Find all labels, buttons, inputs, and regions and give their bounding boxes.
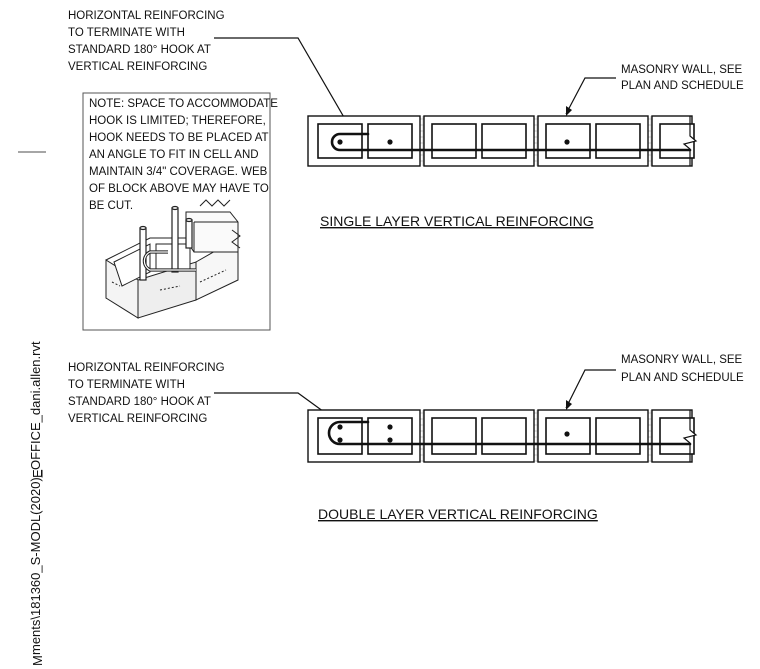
- masonry-wall-plan: [307, 409, 698, 463]
- revision-mark-m: M: [30, 655, 45, 666]
- vertical-bar: [337, 424, 343, 430]
- callout-left-line: TO TERMINATE WITH: [68, 379, 185, 391]
- note-line: HOOK IS LIMITED; THEREFORE,: [89, 115, 266, 127]
- cell: [659, 417, 695, 455]
- callout-left-line: VERTICAL REINFORCING: [68, 61, 207, 73]
- cell: [317, 417, 363, 455]
- vertical-bar: [387, 139, 393, 145]
- cell: [595, 417, 641, 455]
- note-line: OF BLOCK ABOVE MAY HAVE TO: [89, 183, 269, 195]
- detail-title: SINGLE LAYER VERTICAL REINFORCING: [320, 213, 594, 229]
- callout-right-line: MASONRY WALL, SEE: [621, 354, 743, 366]
- note-line: HOOK NEEDS TO BE PLACED AT: [89, 132, 269, 144]
- cell: [595, 123, 641, 159]
- detail-title: DOUBLE LAYER VERTICAL REINFORCING: [318, 506, 598, 522]
- cell: [659, 123, 695, 159]
- file-path-text: ments\181360_S-MODL(2020)_OFFICE_dani.al…: [28, 341, 43, 655]
- callout-left-line: TO TERMINATE WITH: [68, 27, 185, 39]
- leader-arrowhead: [566, 106, 572, 116]
- vertical-bar: [564, 431, 570, 437]
- revision-mark-e: E: [30, 469, 45, 478]
- callout-right-line: MASONRY WALL, SEE: [621, 64, 743, 76]
- cell: [367, 417, 413, 455]
- cell: [545, 123, 591, 159]
- vertical-bar: [387, 437, 393, 443]
- break-line: [682, 410, 698, 462]
- masonry-wall-plan: [307, 115, 698, 167]
- single-layer-detail: HORIZONTAL REINFORCING TO TERMINATE WITH…: [68, 10, 744, 229]
- vertical-bar: [337, 437, 343, 443]
- cell: [431, 123, 477, 159]
- cell: [431, 417, 477, 455]
- callout-right-line: PLAN AND SCHEDULE: [621, 372, 744, 384]
- isometric-rebar: [139, 205, 196, 281]
- note-line: BE CUT.: [89, 200, 133, 212]
- note-line: NOTE: SPACE TO ACCOMMODATE: [89, 98, 278, 110]
- horizontal-bar-with-hook: [330, 132, 692, 152]
- double-layer-detail: HORIZONTAL REINFORCING TO TERMINATE WITH…: [68, 354, 744, 522]
- cell: [481, 123, 527, 159]
- note-line: AN ANGLE TO FIT IN CELL AND: [89, 149, 259, 161]
- note-line: MAINTAIN 3/4" COVERAGE. WEB: [89, 166, 268, 178]
- cell: [481, 417, 527, 455]
- leader-line: [214, 37, 357, 139]
- callout-left-line: HORIZONTAL REINFORCING: [68, 10, 225, 22]
- leader-line: [565, 369, 616, 409]
- callout-left-line: HORIZONTAL REINFORCING: [68, 362, 225, 374]
- callout-right-line: PLAN AND SCHEDULE: [621, 80, 744, 92]
- horizontal-bar-with-hook: [327, 420, 692, 446]
- note-box: NOTE: SPACE TO ACCOMMODATE HOOK IS LIMIT…: [82, 92, 278, 331]
- leader-line: [565, 77, 616, 115]
- callout-left-line: VERTICAL REINFORCING: [68, 413, 207, 425]
- break-line: [682, 116, 698, 166]
- vertical-bar: [387, 424, 393, 430]
- vertical-bar: [564, 139, 570, 145]
- callout-left-line: STANDARD 180° HOOK AT: [68, 44, 211, 56]
- leader-arrowhead: [566, 400, 572, 410]
- callout-left-line: STANDARD 180° HOOK AT: [68, 396, 211, 408]
- vertical-bar: [337, 139, 343, 145]
